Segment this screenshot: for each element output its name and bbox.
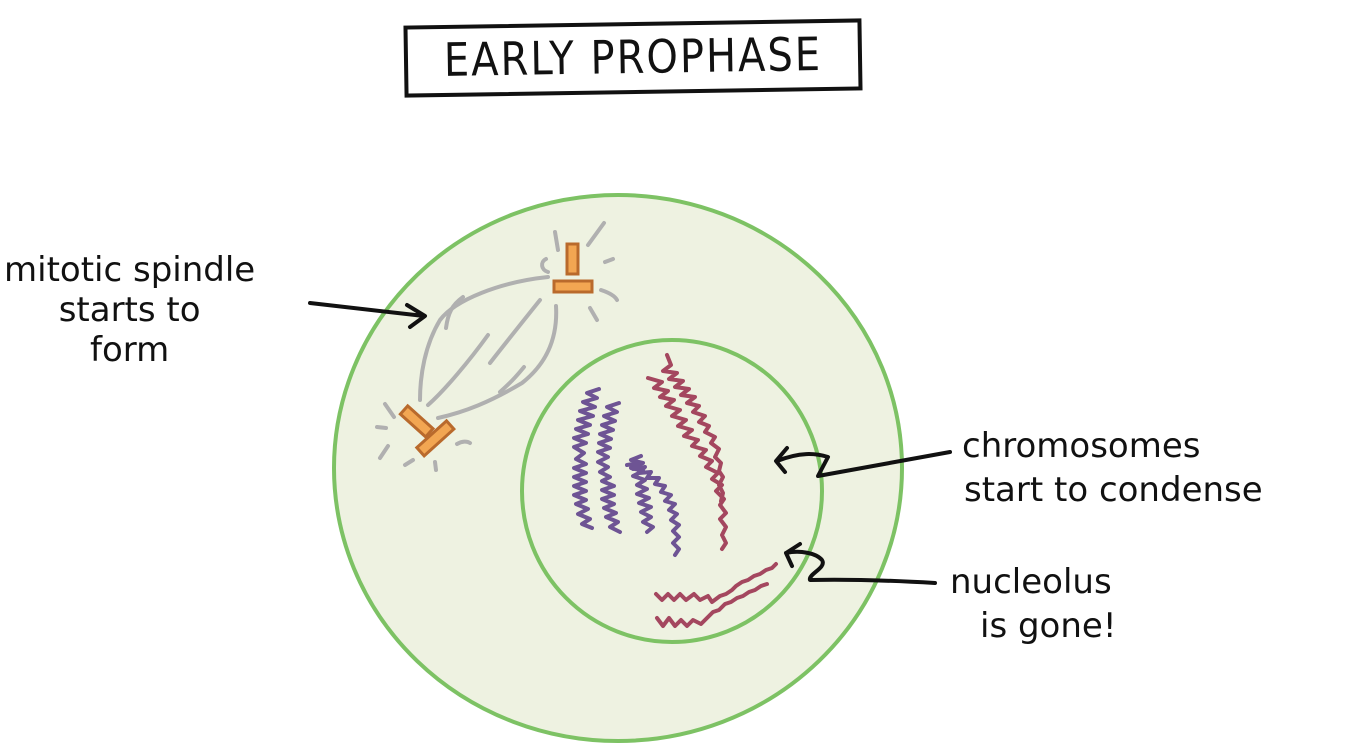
arrows	[308, 301, 952, 585]
spindle-fibers	[375, 221, 619, 472]
label-line: nucleolus	[950, 562, 1112, 602]
label-line: start to condense	[964, 470, 1263, 510]
label-line: form	[89, 330, 170, 370]
nucleolus-arrow	[784, 542, 937, 585]
label-nucleolus: nucleolus is gone!	[950, 560, 1116, 648]
label-mitotic-spindle: mitotic spindle starts to form	[4, 250, 255, 370]
label-line: is gone!	[980, 606, 1117, 646]
centrosome-lower	[398, 403, 456, 458]
label-chromosomes: chromosomes start to condense	[962, 424, 1263, 512]
spindle-arrow	[308, 301, 427, 329]
nucleus-envelope	[520, 338, 824, 644]
label-line: chromosomes	[962, 426, 1201, 466]
chromosomes-arrow	[774, 446, 952, 478]
label-line: mitotic spindle	[4, 250, 256, 290]
label-line: starts to	[58, 290, 201, 330]
centrosome-upper	[552, 242, 594, 294]
chromosomes	[572, 353, 778, 628]
